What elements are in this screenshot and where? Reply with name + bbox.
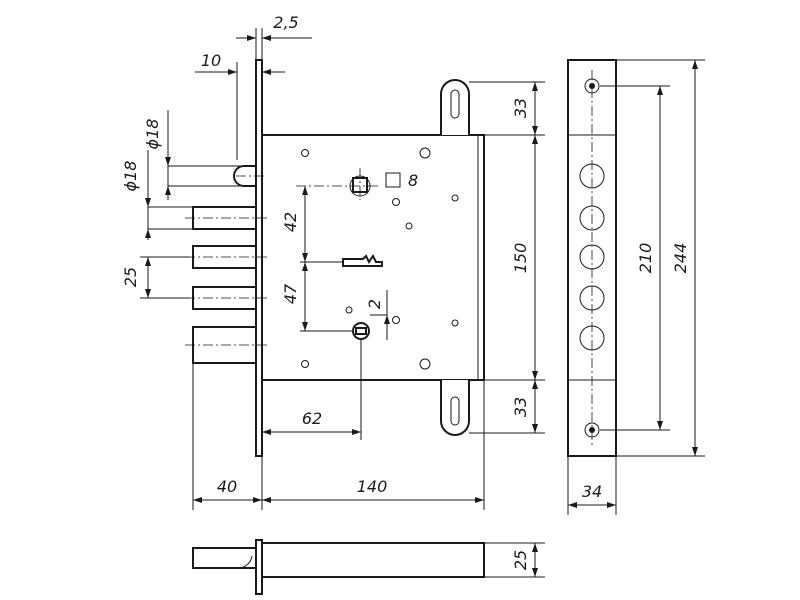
body-screw-holes bbox=[301, 147, 459, 370]
arrowhead bbox=[145, 257, 151, 266]
top-mounting-tab bbox=[440, 79, 470, 135]
arrowhead bbox=[532, 135, 538, 144]
dim-label-body-height: 150 bbox=[511, 243, 530, 274]
dim-label-bolt-pitch: 25 bbox=[121, 267, 140, 287]
dim-label-bolt-diameter: ϕ18 bbox=[121, 161, 140, 192]
dim-label-backset: 62 bbox=[302, 409, 322, 428]
dim-label-spindle-square: 8 bbox=[408, 171, 418, 190]
arrowhead bbox=[145, 289, 151, 298]
dim-label-cylinder-offset: 2 bbox=[365, 299, 384, 309]
arrowhead bbox=[247, 35, 256, 41]
arrowhead bbox=[607, 502, 616, 508]
arrowhead bbox=[145, 198, 151, 207]
arrowhead bbox=[262, 69, 271, 75]
dim-label-plate-offset: 10 bbox=[201, 51, 221, 70]
arrowhead bbox=[352, 429, 361, 435]
dim-label-bolt-throw: 40 bbox=[217, 477, 237, 496]
arrowhead bbox=[145, 229, 151, 238]
arrowhead bbox=[262, 429, 271, 435]
dim-label-latch-diameter: ϕ18 bbox=[143, 119, 162, 150]
arrowhead bbox=[302, 322, 308, 331]
arrowhead bbox=[475, 497, 484, 503]
arrowhead bbox=[692, 447, 698, 456]
spindle-hub bbox=[296, 168, 380, 200]
dim-label-faceplate-width: 34 bbox=[582, 482, 602, 501]
dim-label-key-to-cylinder: 47 bbox=[281, 283, 300, 304]
dim-label-faceplate-length: 244 bbox=[671, 243, 690, 274]
arrowhead bbox=[532, 126, 538, 135]
dim-label-spindle-to-key: 42 bbox=[281, 212, 300, 232]
arrowhead bbox=[228, 69, 237, 75]
arrowhead bbox=[262, 35, 271, 41]
dim-label-plate-thickness: 2,5 bbox=[273, 13, 298, 32]
arrowhead bbox=[532, 380, 538, 389]
dimension-arrows bbox=[145, 35, 698, 577]
arrowhead bbox=[532, 543, 538, 552]
dim-label-side-thickness: 25 bbox=[511, 550, 530, 570]
dim-label-screw-pitch: 210 bbox=[636, 243, 655, 274]
arrowhead bbox=[302, 262, 308, 271]
dim-label-body-width: 140 bbox=[357, 477, 388, 496]
keyhole bbox=[342, 254, 383, 267]
arrowhead bbox=[262, 497, 271, 503]
arrowhead bbox=[692, 60, 698, 69]
arrowhead bbox=[532, 568, 538, 577]
arrowhead bbox=[193, 497, 202, 503]
cylinder-hole bbox=[352, 322, 370, 340]
arrowhead bbox=[657, 86, 663, 95]
side-view bbox=[192, 539, 545, 595]
front-view bbox=[185, 59, 485, 457]
arrowhead bbox=[532, 82, 538, 91]
bottom-mounting-tab bbox=[440, 380, 470, 436]
arrowhead bbox=[532, 371, 538, 380]
arrowhead bbox=[568, 502, 577, 508]
square-spindle-symbol bbox=[385, 172, 401, 188]
arrowhead bbox=[532, 424, 538, 433]
faceplate-view bbox=[567, 59, 705, 515]
arrowhead bbox=[384, 315, 390, 324]
arrowhead bbox=[253, 497, 262, 503]
arrowhead bbox=[657, 421, 663, 430]
arrowhead bbox=[302, 253, 308, 262]
dim-label-top-tab: 33 bbox=[511, 98, 530, 118]
arrowhead bbox=[165, 186, 171, 195]
dim-label-bottom-tab: 33 bbox=[511, 397, 530, 417]
arrowhead bbox=[302, 186, 308, 195]
dimension-labels: 2,5 10 ϕ18 ϕ18 25 8 42 47 2 62 40 140 33… bbox=[121, 13, 690, 570]
arrowhead bbox=[165, 157, 171, 166]
lock-bolts bbox=[185, 206, 268, 364]
